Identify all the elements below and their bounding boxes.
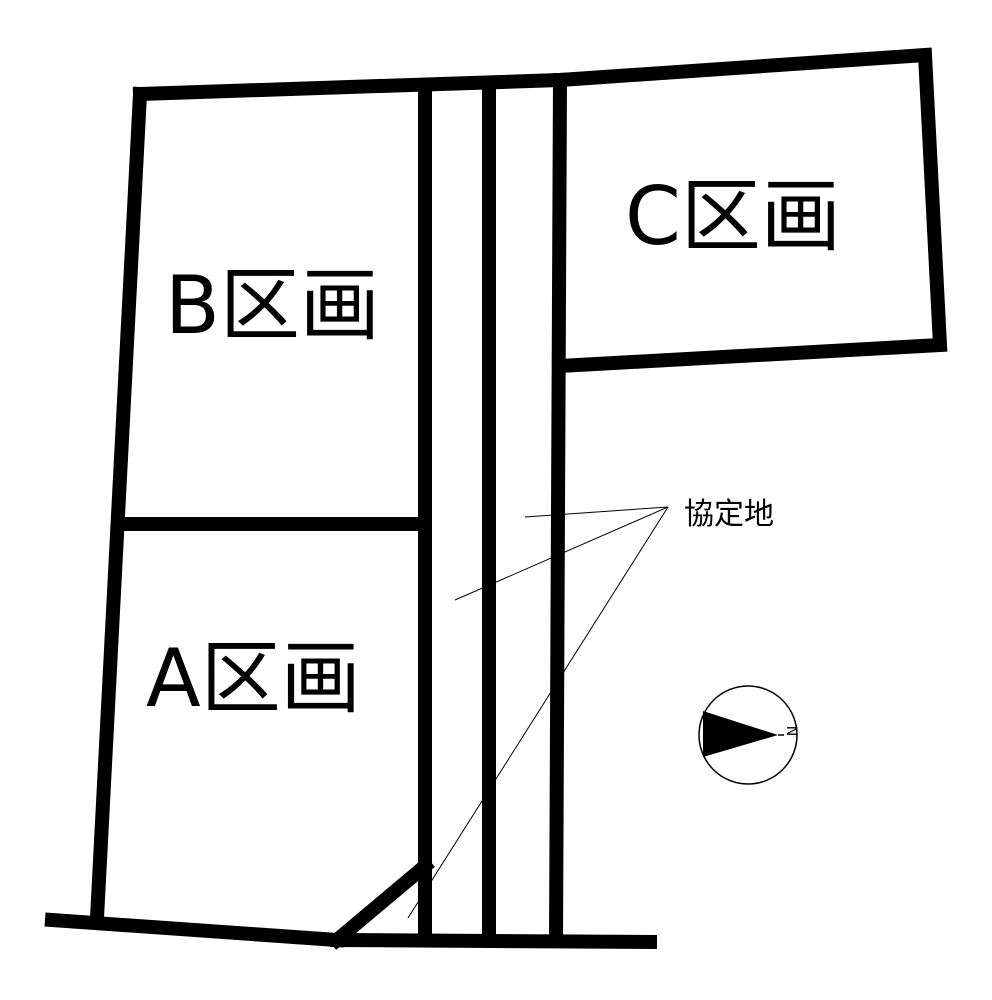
leader-line-3 [407,506,669,919]
compass-circle [698,685,798,785]
corner-cut-line [327,856,435,950]
bottom-road-boundary [329,932,658,950]
leader-line-2 [454,506,669,601]
agreement-land-label: 協定地 [684,497,774,532]
bottom-left-boundary [44,912,345,948]
north-arrow-icon [703,711,778,757]
top-boundary-line [132,72,568,102]
road-line-3 [548,72,568,948]
lot-outlines [44,47,948,950]
lot-a-label: A区画 [146,632,361,725]
lot-c-outline [552,47,948,374]
north-label: N [783,726,799,736]
compass: N [698,685,799,785]
lot-b-label: B区画 [165,259,380,352]
lot-c-label: C区画 [625,170,841,263]
left-boundary-line [89,86,148,926]
leader-line-1 [524,506,669,518]
callout-leaders [407,506,669,919]
